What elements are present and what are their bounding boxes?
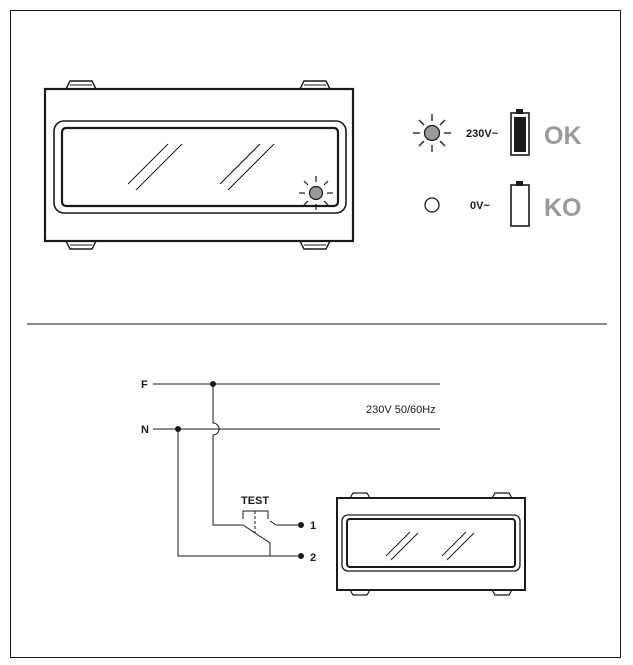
device-led-lit-icon — [299, 176, 333, 210]
diagram-frame — [10, 10, 621, 658]
test-button-label: TEST — [241, 495, 269, 507]
device-front-large — [43, 80, 355, 250]
terminal-1-label: 1 — [310, 520, 316, 532]
status-ok-label: OK — [544, 122, 582, 150]
neutral-label: N — [141, 424, 149, 436]
supply-label: 230V 50/60Hz — [366, 404, 436, 416]
voltage-on-label: 230V~ — [466, 128, 499, 140]
wiring-diagram — [153, 383, 440, 557]
terminal-2-label: 2 — [310, 552, 316, 564]
voltage-off-label: 0V~ — [470, 200, 490, 212]
phase-label: F — [141, 379, 148, 391]
battery-empty-icon — [510, 181, 530, 227]
battery-full-icon — [510, 109, 530, 156]
device-front-small — [336, 492, 526, 596]
status-ko-label: KO — [544, 194, 582, 222]
led-lit-icon — [413, 114, 451, 152]
junction-dots — [175, 381, 304, 559]
led-off-icon — [424, 197, 440, 213]
